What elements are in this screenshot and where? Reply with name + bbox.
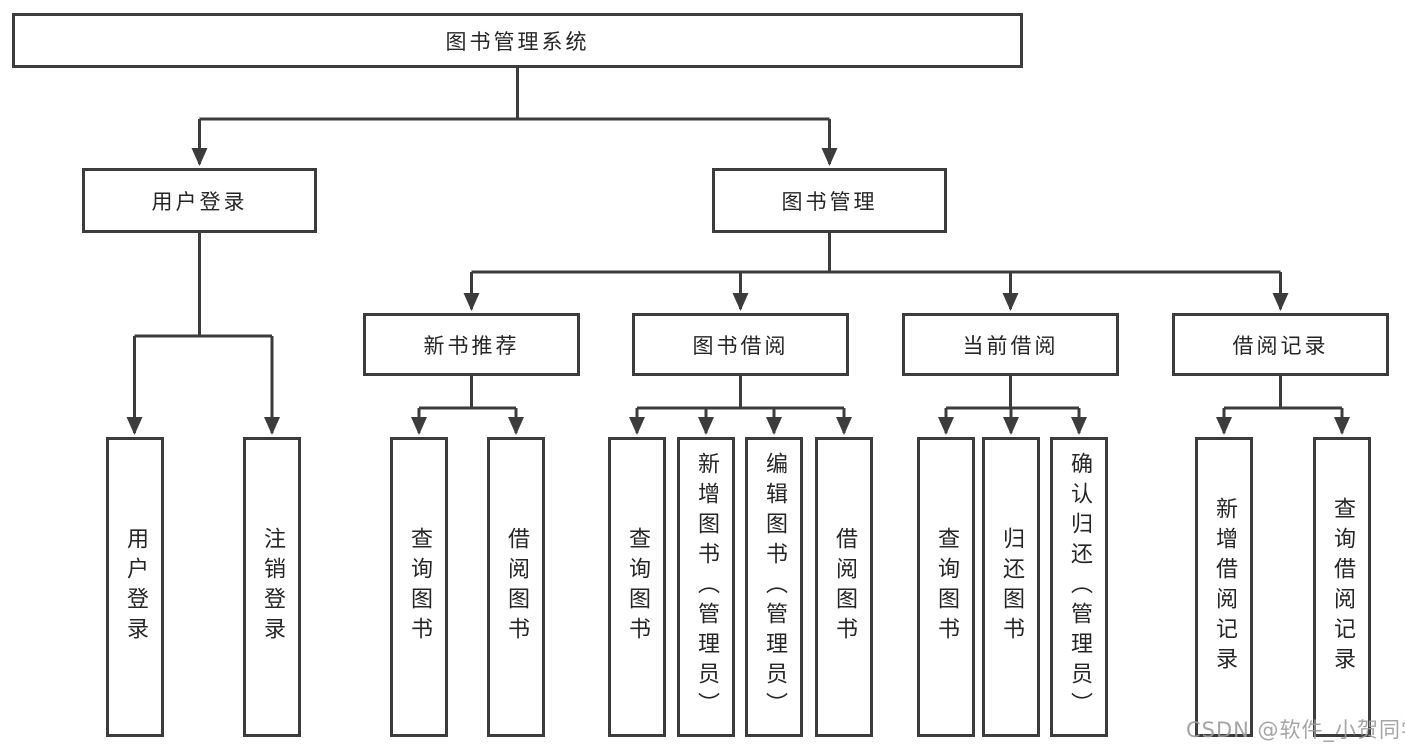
node-root-label: 图书管理系统 (445, 29, 590, 54)
leaf-current-return-books-label: 归还图书 (999, 527, 1024, 647)
leaf-records-add-record: 新增借阅记录 (1195, 437, 1253, 737)
node-current-borrow: 当前借阅 (902, 313, 1119, 376)
leaf-current-confirm-return-admin-label: 确认归还（管理员） (1067, 452, 1092, 722)
leaf-borrow-edit-books-admin-label: 编辑图书（管理员） (762, 452, 787, 722)
leaf-recommend-borrow-books: 借阅图书 (487, 437, 545, 737)
leaf-user-login: 用户登录 (106, 437, 164, 737)
leaf-borrow-add-books-admin: 新增图书（管理员） (677, 437, 735, 737)
leaf-recommend-query-books-label: 查询图书 (407, 527, 432, 647)
leaf-current-return-books: 归还图书 (982, 437, 1040, 737)
leaf-borrow-edit-books-admin: 编辑图书（管理员） (745, 437, 803, 737)
node-new-book-recommend: 新书推荐 (363, 313, 580, 376)
node-borrow-records: 借阅记录 (1172, 313, 1389, 376)
leaf-recommend-borrow-books-label: 借阅图书 (504, 527, 529, 647)
node-new-book-recommend-label: 新书推荐 (423, 333, 520, 358)
node-user-login-branch: 用户登录 (82, 168, 317, 233)
leaf-records-query-record-label: 查询借阅记录 (1330, 497, 1355, 677)
node-book-borrow: 图书借阅 (632, 313, 849, 376)
node-book-management: 图书管理 (712, 168, 947, 233)
leaf-borrow-borrow-books-label: 借阅图书 (832, 527, 857, 647)
leaf-records-query-record: 查询借阅记录 (1313, 437, 1371, 737)
node-borrow-records-label: 借阅记录 (1232, 333, 1329, 358)
leaf-borrow-add-books-admin-label: 新增图书（管理员） (694, 452, 719, 722)
leaf-logout: 注销登录 (243, 437, 301, 737)
leaf-current-query-books: 查询图书 (917, 437, 975, 737)
node-current-borrow-label: 当前借阅 (962, 333, 1059, 358)
leaf-current-query-books-label: 查询图书 (934, 527, 959, 647)
node-book-borrow-label: 图书借阅 (692, 333, 789, 358)
leaf-borrow-borrow-books: 借阅图书 (815, 437, 873, 737)
node-root-system: 图书管理系统 (12, 13, 1023, 68)
leaf-current-confirm-return-admin: 确认归还（管理员） (1050, 437, 1108, 737)
leaf-records-add-record-label: 新增借阅记录 (1212, 497, 1237, 677)
leaf-recommend-query-books: 查询图书 (390, 437, 448, 737)
csdn-watermark: CSDN @软件_小贺同学 (1186, 718, 1405, 742)
node-user-login-label: 用户登录 (151, 189, 248, 214)
leaf-borrow-query-books-label: 查询图书 (625, 527, 650, 647)
leaf-borrow-query-books: 查询图书 (608, 437, 666, 737)
leaf-user-login-label: 用户登录 (123, 527, 148, 647)
leaf-logout-label: 注销登录 (260, 527, 285, 647)
node-book-management-label: 图书管理 (781, 189, 878, 214)
